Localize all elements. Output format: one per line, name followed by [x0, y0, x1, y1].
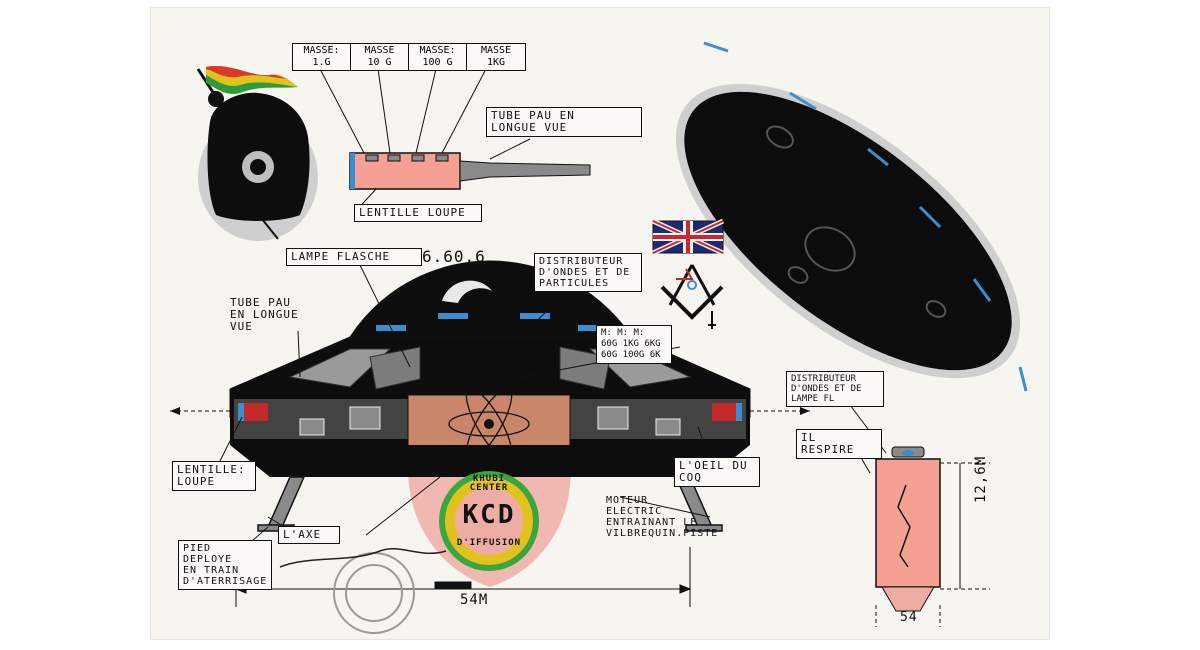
official-stamp — [333, 552, 415, 634]
logo-top-text: KHUBI CENTER — [469, 474, 509, 493]
signature — [279, 547, 447, 568]
mass-2-label: MASSE — [364, 45, 395, 56]
label-tube-pau-left: TUBE PAU EN LONGUE VUE — [230, 296, 299, 333]
label-tube-pau-top: TUBE PAU EN LONGUE VUE — [486, 107, 642, 137]
helmet-icon — [196, 65, 318, 241]
label-dim-height: 12,6m — [973, 455, 989, 503]
label-lentille-loupe-top: LENTILLE LOUPE — [354, 204, 482, 222]
label-moteur: MOTEUR ELECTRIC ENTRAINANT LE VILBREQUIN… — [606, 495, 719, 539]
mass-cell-1: MASSE:1.G — [293, 44, 351, 70]
telescope-tube — [349, 152, 591, 212]
label-l-axe: L'AXE — [278, 526, 340, 544]
breathing-tube — [849, 404, 941, 612]
mass-3-label: MASSE: — [419, 45, 456, 56]
label-distributeur-center: DISTRIBUTEUR D'ONDES et DE PARTICULES — [534, 253, 642, 292]
technical-drawing — [170, 41, 1028, 634]
label-mass-table-center: M: M: M: 60G 1KG 6KG 60g 100g 6k — [596, 325, 672, 364]
label-lentille-loupe-left: LENTILLE: LOUPE — [172, 461, 256, 491]
label-lampe-code: 6.60.6 — [422, 247, 486, 266]
mass-leaders — [319, 68, 531, 160]
mass-4-label: MASSE — [480, 45, 512, 56]
label-lampe-flasche: LAMPE FLASCHE — [286, 248, 422, 266]
mass-2-value: 10 G — [367, 57, 392, 68]
logo-bottom-text: D'IFFUSION — [456, 538, 522, 548]
height-dimension — [875, 462, 990, 627]
mass-1-label: MASSE: — [303, 45, 340, 56]
logo-main-text: KCD — [462, 500, 516, 530]
label-dim-small: 54 — [900, 610, 918, 625]
large-saucer — [675, 41, 1028, 392]
label-il-respire: IL RESPIRE — [796, 429, 882, 459]
compass-square-icon — [660, 264, 724, 329]
mass-cell-3: MASSE:100 G — [409, 44, 467, 70]
label-distributeur-right: DISTRIBUTEUR D'ONDES et DE LAMPE FL — [786, 371, 884, 407]
mass-3-value: 100 G — [422, 57, 453, 68]
union-jack-flag — [651, 218, 725, 256]
label-pied: PIED DEPLOYE EN TRAIN D'ATERRISAGE — [178, 540, 272, 590]
mass-1-value: 1.G — [312, 57, 331, 68]
label-l-oeil: L'OEIL DU COQ — [674, 457, 760, 487]
mass-4-value: 1KG — [486, 57, 506, 68]
label-dim-width: 54m — [460, 592, 489, 608]
